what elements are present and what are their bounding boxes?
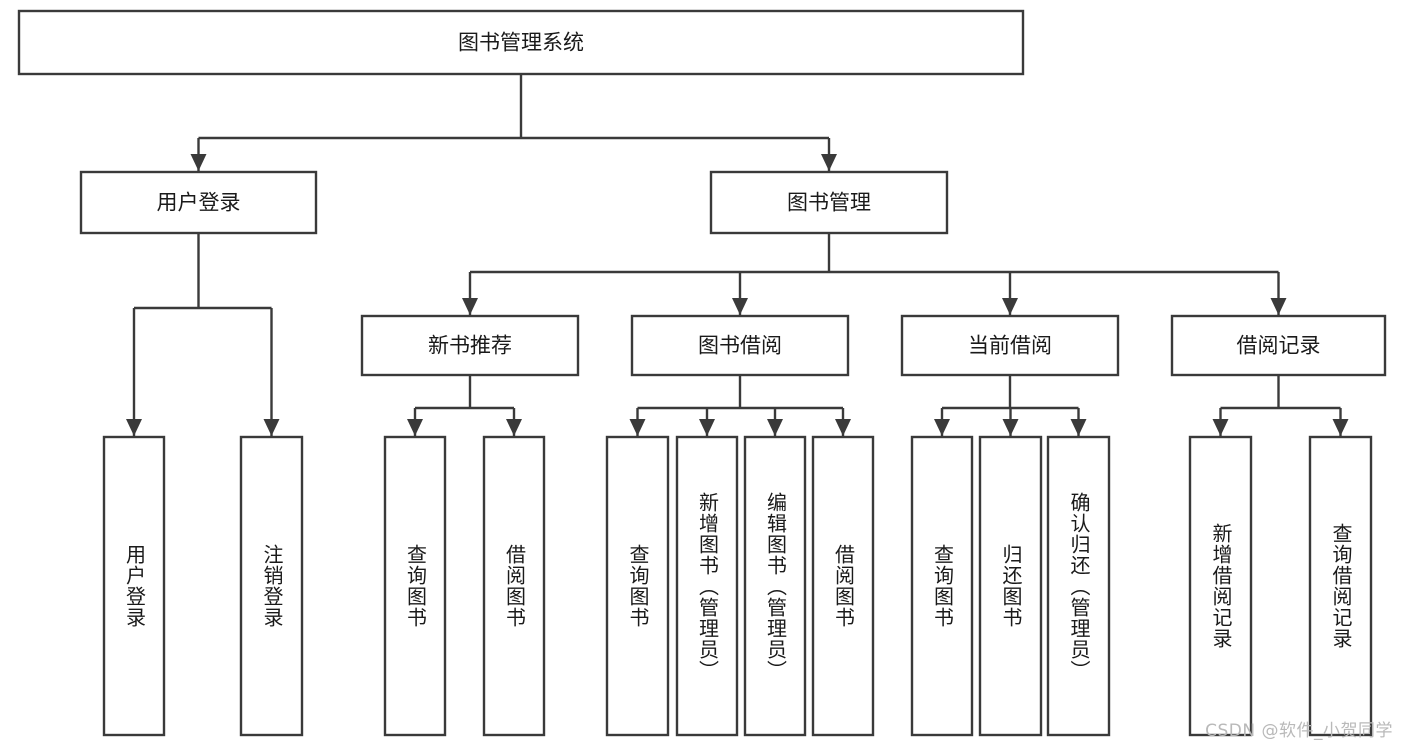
boxes-layer	[17, 9, 1387, 737]
leaf-node-box-0[interactable]	[102, 435, 166, 737]
l3-1-arrow-0	[629, 419, 646, 436]
connectors-layer	[126, 74, 1349, 436]
l3-2-arrow-0	[934, 419, 950, 436]
leaf-node-box-3[interactable]	[482, 435, 546, 737]
book-mgmt-arrow-0	[462, 298, 478, 315]
level3-node-0-label: 新书推荐	[428, 334, 512, 358]
leaf-node-box-8[interactable]	[910, 435, 974, 737]
root-node-label: 图书管理系统	[458, 31, 584, 55]
leaf-node-box-6[interactable]	[743, 435, 807, 737]
l3-1-arrow-2	[767, 419, 783, 436]
leaf-node-box-10[interactable]	[1046, 435, 1111, 737]
leaf-node-box-2[interactable]	[383, 435, 447, 737]
level3-node-box-2[interactable]	[900, 314, 1120, 377]
book-mgmt-arrow-3	[1270, 298, 1287, 315]
leaf-node-box-11[interactable]	[1188, 435, 1253, 737]
level3-node-box-1[interactable]	[630, 314, 850, 377]
book-mgmt-arrow-1	[732, 298, 748, 315]
leaf-node-box-5[interactable]	[675, 435, 739, 737]
level2-node-0-label: 用户登录	[157, 191, 241, 215]
l3-2-arrow-2	[1070, 419, 1087, 436]
l3-3-arrow-1	[1332, 419, 1349, 436]
user-login-arrow-0	[126, 419, 142, 436]
level3-node-1-label: 图书借阅	[698, 334, 782, 358]
level3-node-box-3[interactable]	[1170, 314, 1387, 377]
root-node-box[interactable]	[17, 9, 1025, 76]
l3-3-arrow-0	[1212, 419, 1229, 436]
l3-1-arrow-3	[835, 419, 851, 436]
l3-0-arrow-1	[506, 419, 522, 436]
leaf-node-box-7[interactable]	[811, 435, 875, 737]
leaf-node-box-9[interactable]	[978, 435, 1043, 737]
level2-node-box-1[interactable]	[709, 170, 949, 235]
level3-node-box-0[interactable]	[360, 314, 580, 377]
level3-node-3-label: 借阅记录	[1237, 334, 1321, 358]
leaf-node-box-12[interactable]	[1308, 435, 1373, 737]
user-login-arrow-1	[263, 419, 280, 436]
root-arrow-0	[190, 154, 207, 171]
book-mgmt-arrow-2	[1002, 298, 1018, 315]
root-arrow-1	[821, 154, 837, 171]
csdn-watermark: CSDN @软件_小贺同学	[1205, 721, 1393, 741]
leaf-node-box-1[interactable]	[239, 435, 304, 737]
l3-0-arrow-0	[407, 419, 423, 436]
leaf-node-box-4[interactable]	[605, 435, 670, 737]
l3-1-arrow-1	[699, 419, 715, 436]
l3-2-arrow-1	[1002, 419, 1019, 436]
level2-node-box-0[interactable]	[79, 170, 318, 235]
level3-node-2-label: 当前借阅	[968, 334, 1052, 358]
level2-node-1-label: 图书管理	[787, 191, 871, 215]
